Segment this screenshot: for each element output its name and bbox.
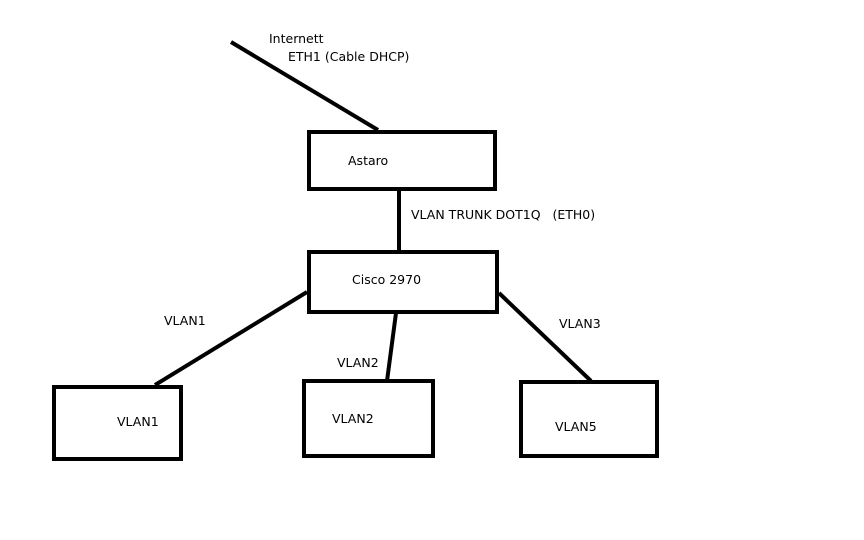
vlan3-link-label: VLAN3 xyxy=(559,316,601,331)
internet-link-label: ETH1 (Cable DHCP) xyxy=(288,49,410,64)
endpoint-vlan2-node: VLAN2 xyxy=(302,379,435,458)
vlan2-link-label: VLAN2 xyxy=(337,355,379,370)
vlan2-link-line xyxy=(385,312,398,382)
vlan1-link-line xyxy=(153,290,309,387)
endpoint-vlan1-label: VLAN1 xyxy=(117,414,159,429)
switch-node: Cisco 2970 xyxy=(307,250,499,314)
endpoint-vlan2-label: VLAN2 xyxy=(332,411,374,426)
endpoint-vlan5-node: VLAN5 xyxy=(519,380,659,458)
internet-uplink-line xyxy=(229,40,380,132)
vlan3-link-line xyxy=(497,291,593,383)
internet-label: Internett xyxy=(269,31,324,46)
endpoint-vlan1-node: VLAN1 xyxy=(52,385,183,461)
trunk-link-label: VLAN TRUNK DOT1Q (ETH0) xyxy=(411,207,596,222)
firewall-node: Astaro xyxy=(307,130,497,191)
endpoint-vlan5-label: VLAN5 xyxy=(555,419,597,434)
firewall-label: Astaro xyxy=(348,153,389,168)
vlan1-link-label: VLAN1 xyxy=(164,313,206,328)
switch-label: Cisco 2970 xyxy=(352,272,422,287)
